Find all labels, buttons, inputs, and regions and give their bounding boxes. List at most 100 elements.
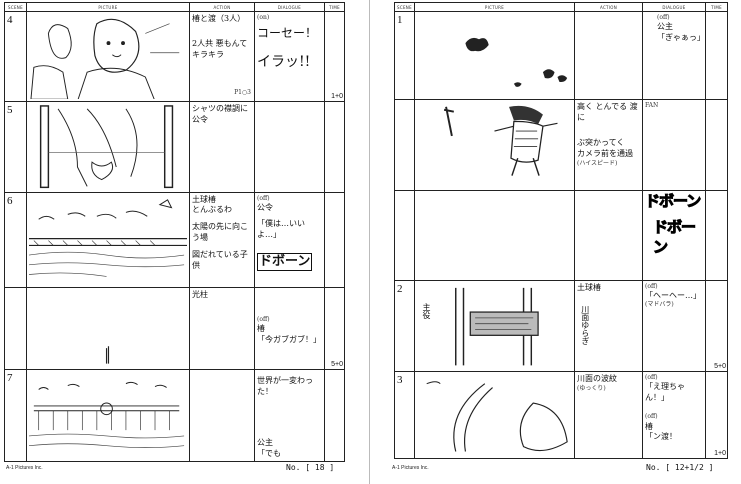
header-dialogue: DIALOGUE (254, 2, 325, 12)
time-cell (324, 191, 345, 288)
storyboard-page-right: SCENE PICTURE ACTION DIALOGUE TIME 1 (of… (380, 0, 741, 484)
scene-number (394, 99, 415, 191)
scene-number (394, 189, 415, 281)
speaker-name: 公令 (257, 202, 273, 212)
panel-drawing (26, 10, 190, 103)
shirt-collar-sketch (39, 105, 174, 189)
action-cell: 高く とんでる 渡に ぶ突かってく カメラ前を通過 (ハイスピード) (574, 99, 643, 191)
action-line: 川面の波紋 (577, 373, 617, 383)
action-cell: 土球椿 とんぶるわ 太陽の先に向こう場 図だれている子供 (189, 191, 255, 288)
water-ripples-sketch (426, 381, 568, 452)
action-note: (ハイスピード) (577, 159, 618, 167)
panel-drawing (26, 101, 190, 193)
panel-drawing: 主役 (414, 279, 575, 372)
dialogue-line: 「ぎゃぁっ」 (657, 32, 705, 42)
time-value: 5+0 (714, 362, 726, 370)
action-line: 光柱 (192, 289, 208, 299)
camera-note: FAN (645, 102, 659, 110)
scene-number: 1 (394, 10, 415, 101)
dialogue-cell: (on) コーセー！ イラッ!! (254, 10, 325, 103)
dialogue-cell: FAN (642, 99, 706, 191)
cell-note: 主役 (422, 302, 431, 319)
sky-clouds-sketch (465, 37, 568, 87)
dialogue-tag: (on) (257, 14, 270, 21)
action-cell (574, 189, 643, 281)
time-cell (705, 189, 728, 281)
time-value: 1+0 (331, 93, 343, 101)
dialogue-line: 「でも (257, 448, 281, 458)
studio-credit: A-1 Pictures Inc. (6, 465, 43, 471)
panel-row: ドボーン ドボーン (394, 189, 728, 281)
header-row: SCENE PICTURE ACTION DIALOGUE TIME (394, 2, 728, 12)
panel-drawing (26, 191, 190, 288)
time-cell (324, 101, 345, 193)
header-action: ACTION (574, 2, 643, 12)
time-cell (324, 369, 345, 463)
action-line: とんぶるわ (192, 205, 232, 215)
action-line: 公令 (192, 115, 208, 125)
action-cell: 椿と渡（3人） 2人共 悪もんて キラキラ P1○3 (189, 10, 255, 103)
storyboard-page-left: SCENE PICTURE ACTION DIALOGUE TIME 4 (0, 0, 360, 484)
action-line: 図だれている子供 (192, 249, 248, 270)
panel-drawing (414, 99, 575, 191)
action-cell: 光柱 (189, 286, 255, 371)
dialogue-cell: (off) 「え理ちゃん！」 (off) 椿 「ン渡！ (642, 370, 706, 460)
header-action: ACTION (189, 2, 255, 12)
time-cell: 5+0 (705, 279, 728, 372)
panel-row: 5 シャツの襟調に 公令 (4, 101, 345, 193)
action-cell (189, 369, 255, 463)
sound-effect: ドボーン (644, 191, 701, 210)
dialogue-tag: (off) (645, 413, 658, 421)
speaker-name: 椿 (257, 323, 265, 333)
binding-line (369, 0, 370, 484)
scene-number (4, 286, 27, 371)
panel-row: 3 川面の波紋 (ゆっくり) (off) 「え理ちゃん！」 (off) 椿 「ン… (394, 370, 728, 460)
studio-credit: A-1 Pictures Inc. (392, 465, 429, 471)
dialogue-line: 「ヘーヘー…」 (645, 290, 701, 300)
dialogue-tag: (off) (657, 14, 670, 21)
scene-number: 7 (4, 369, 27, 463)
page-number-block: No. [ 12+1/2 ] (646, 463, 713, 472)
action-cell (574, 10, 643, 101)
action-line: 土球椿 (192, 194, 216, 204)
page-number-value: [ 12+1/2 ] (665, 463, 714, 472)
header-scene: SCENE (4, 2, 27, 12)
header-dialogue: DIALOGUE (642, 2, 706, 12)
action-line: 太陽の先に向こう場 (192, 222, 248, 242)
dialogue-cell (254, 101, 325, 193)
panel-drawing (414, 370, 575, 460)
action-line: シャツの襟調に (192, 104, 248, 114)
header-time: TIME (324, 2, 345, 12)
page-number-block: No. [ 18 ] (286, 463, 334, 472)
action-note: P1○3 (234, 89, 251, 97)
storyboard-table-right: SCENE PICTURE ACTION DIALOGUE TIME 1 (of… (394, 2, 728, 460)
dialogue-tag: (off) (257, 194, 270, 202)
dialogue-cell: (off) 「ヘーヘー…」 (マドバラ) (642, 279, 706, 372)
panel-row: 光柱 (off) 椿 「今ガブガブ！」 5+0 (4, 286, 345, 371)
action-cell: シャツの襟調に 公令 (189, 101, 255, 193)
speaker-name: 公主 (257, 437, 273, 447)
speaker-name: 椿 (645, 421, 653, 431)
action-line: 土球椿 (577, 282, 601, 292)
dialogue-line: 「今ガブガブ！」 (257, 334, 321, 344)
time-value: 1+0 (714, 450, 726, 458)
header-time: TIME (705, 2, 728, 12)
action-cell: 土球椿 川面ゆらぎ (574, 279, 643, 372)
speaker-name: 公主 (657, 22, 673, 32)
time-cell (705, 99, 728, 191)
action-cell: 川面の波紋 (ゆっくり) (574, 370, 643, 460)
panel-drawing (414, 10, 575, 101)
dialogue-cell: 世界が一変わった！ 公主 「でも (254, 369, 325, 463)
storyboard-table-left: SCENE PICTURE ACTION DIALOGUE TIME 4 (4, 2, 345, 463)
panel-drawing (414, 189, 575, 281)
header-picture: PICTURE (26, 2, 190, 12)
panel-drawing (26, 369, 190, 463)
light-pillar-sketch (105, 345, 110, 364)
riverbank-crowd-sketch (29, 382, 185, 449)
panel-row: 1 (off) 公主 「ぎゃぁっ」 (394, 10, 728, 101)
dialogue-line: コーセー！ (257, 26, 318, 41)
time-cell: 1+0 (324, 10, 345, 103)
dialogue-cell: (off) 公令 「僕は…いいよ…」 ドボーン (254, 191, 325, 288)
scene-number: 5 (4, 101, 27, 193)
action-note: (ゆっくり) (577, 384, 606, 392)
